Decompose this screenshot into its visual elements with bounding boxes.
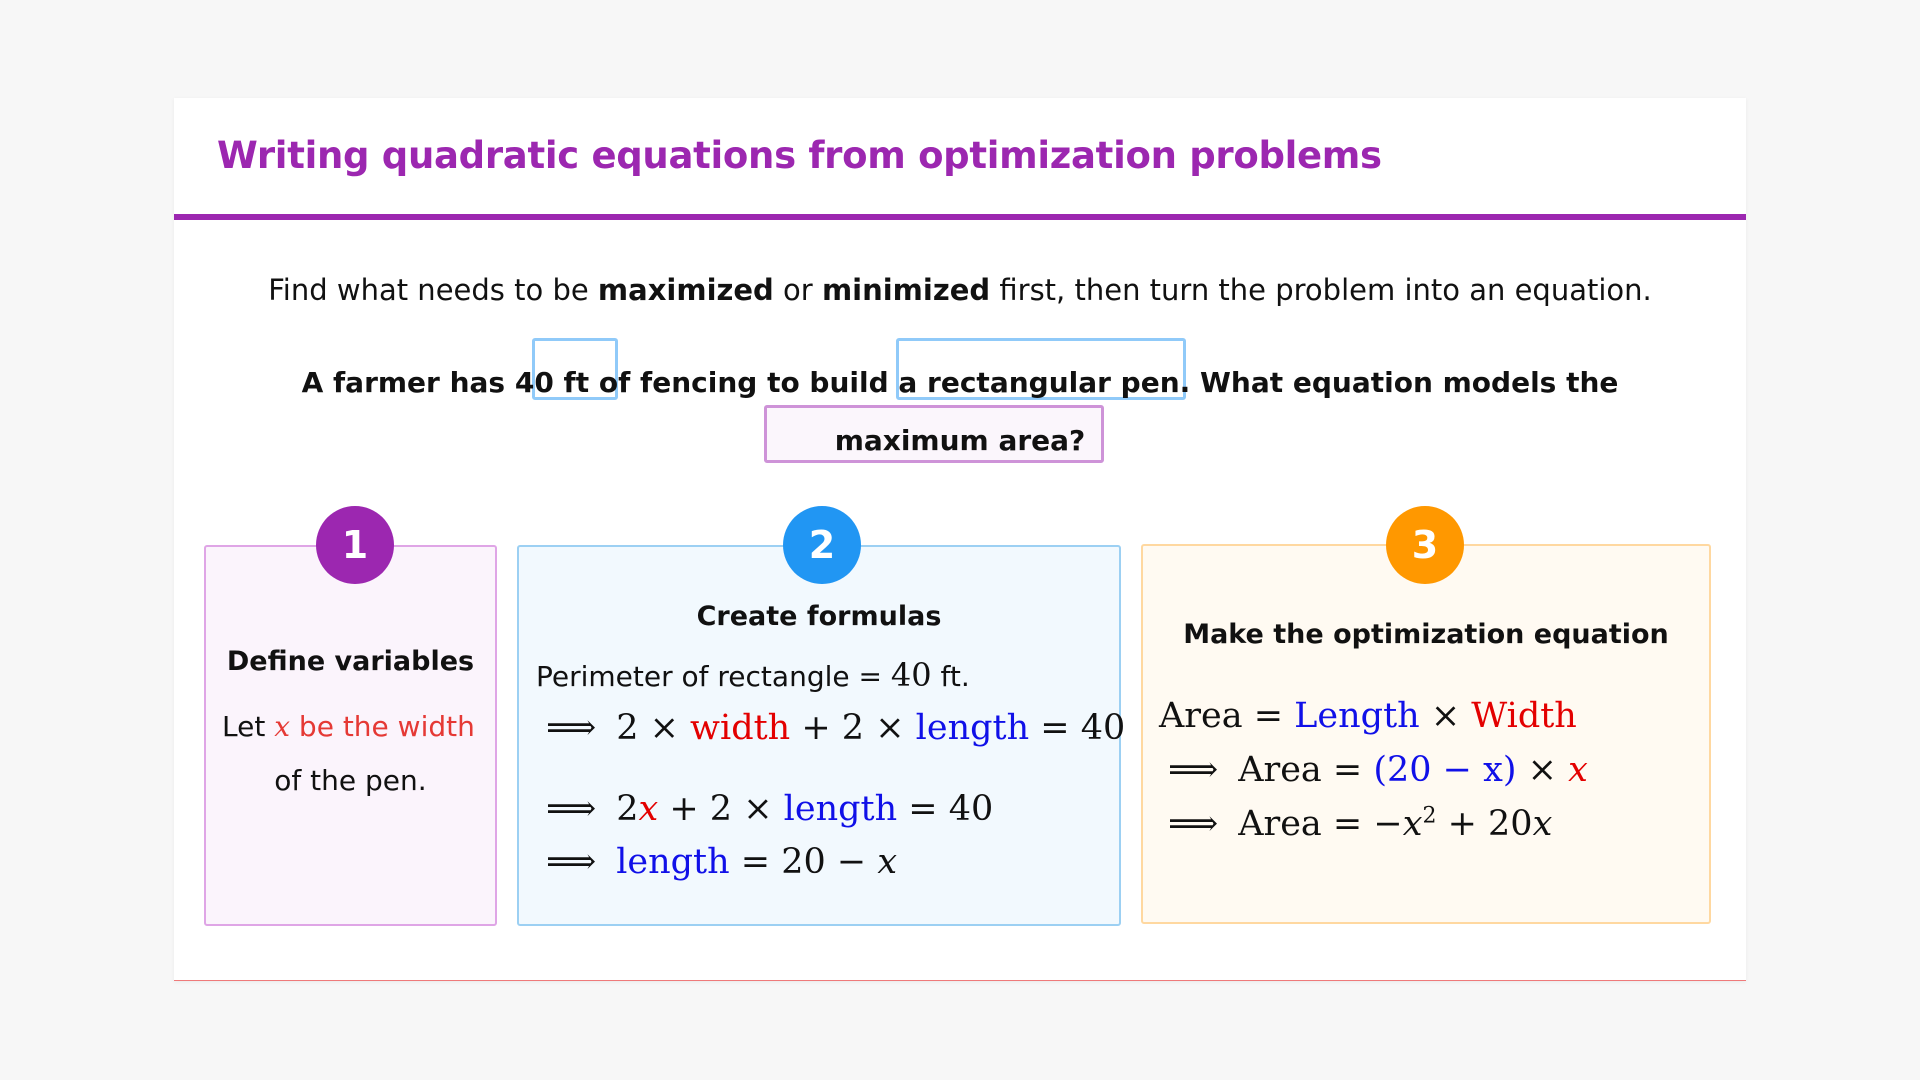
intro-bold-maximized: maximized [597,273,774,307]
step-3-eq-2: ⟹ Area = (20 − x) × x [1168,750,1588,790]
perimeter-value: 40 [890,656,932,694]
eq-term: × [1516,750,1569,790]
eq-area: Area = [1159,696,1295,736]
eq-length: length [783,789,898,829]
eq-length: length [616,842,730,882]
eq-x: x [1568,750,1588,790]
step-3-panel [1141,544,1711,924]
eq-term: × [1419,696,1472,736]
step-2-eq-2: ⟹ 2x + 2 × length = 40 [546,789,993,829]
step-3-eq-3: ⟹Area = −x2 + 20x [1168,804,1552,844]
step-1-line-2: of the pen. [274,764,427,797]
problem-statement: A farmer has 40 ft of fencing to build a… [174,354,1746,470]
step-2-panel [517,545,1121,926]
intro-text: Find what needs to be maximized or minim… [174,273,1746,307]
implies-arrow: ⟹ [1168,804,1219,844]
eq-length: Length [1294,696,1420,736]
problem-line-2: maximum area? [834,424,1086,457]
lesson-card: Writing quadratic equations from optimiz… [174,98,1746,981]
intro-bold-minimized: minimized [821,273,991,307]
step-2-eq-1: ⟹ 2 × width + 2 × length = 40 [546,708,1125,748]
eq-term: = 40 [1029,708,1126,748]
eq-exponent: 2 [1422,803,1437,829]
step-3-badge: 3 [1386,506,1464,584]
implies-arrow: ⟹ [1168,750,1219,790]
eq-x: x [1402,804,1423,844]
variable-x: x [274,710,291,743]
eq-area: Area = [1238,750,1374,790]
eq-term: + 2 × [790,708,916,748]
eq-term: + 20 [1436,804,1533,844]
step-3-heading: Make the optimization equation [1183,619,1669,650]
eq-term: 2 × [616,708,691,748]
eq-term: + 2 × [658,789,784,829]
title-divider [174,214,1746,220]
perimeter-label: Perimeter of rectangle = [536,660,891,693]
step-1-heading: Define variables [226,646,475,677]
intro-part: Find what needs to be [268,273,598,307]
page-title: Writing quadratic equations from optimiz… [217,134,1382,177]
step-2-eq-3: ⟹ length = 20 − x [546,842,897,882]
problem-line-1: A farmer has 40 ft of fencing to build a… [301,366,1619,399]
implies-arrow: ⟹ [546,842,597,882]
highlight-rectangular-pen [896,338,1186,400]
step-1-line-1: Let x be the width [222,710,475,743]
highlight-maximum-area [764,405,1104,463]
eq-length: length [915,708,1030,748]
eq-term: 2 [616,789,639,829]
implies-arrow: ⟹ [546,789,597,829]
eq-width: Width [1471,696,1577,736]
highlight-40ft [532,338,618,400]
let-text: Let [222,710,275,743]
eq-x: x [638,789,659,829]
eq-term: = 20 − [729,842,878,882]
perimeter-unit: ft. [931,660,970,693]
intro-part: or [773,273,822,307]
eq-x: x [877,842,898,882]
step-1-badge: 1 [316,506,394,584]
eq-term: = 40 [897,789,994,829]
implies-arrow: ⟹ [546,708,597,748]
eq-width: width [690,708,791,748]
step-2-badge: 2 [783,506,861,584]
step-3-eq-1: Area = Length × Width [1159,696,1577,736]
eq-paren: (20 − x) [1373,750,1517,790]
width-text: be the width [290,710,475,743]
step-2-heading: Create formulas [696,601,942,632]
perimeter-line: Perimeter of rectangle = 40 ft. [536,656,970,694]
eq-x: x [1532,804,1553,844]
intro-part: first, then turn the problem into an equ… [990,273,1652,307]
eq-area: Area = − [1238,804,1403,844]
